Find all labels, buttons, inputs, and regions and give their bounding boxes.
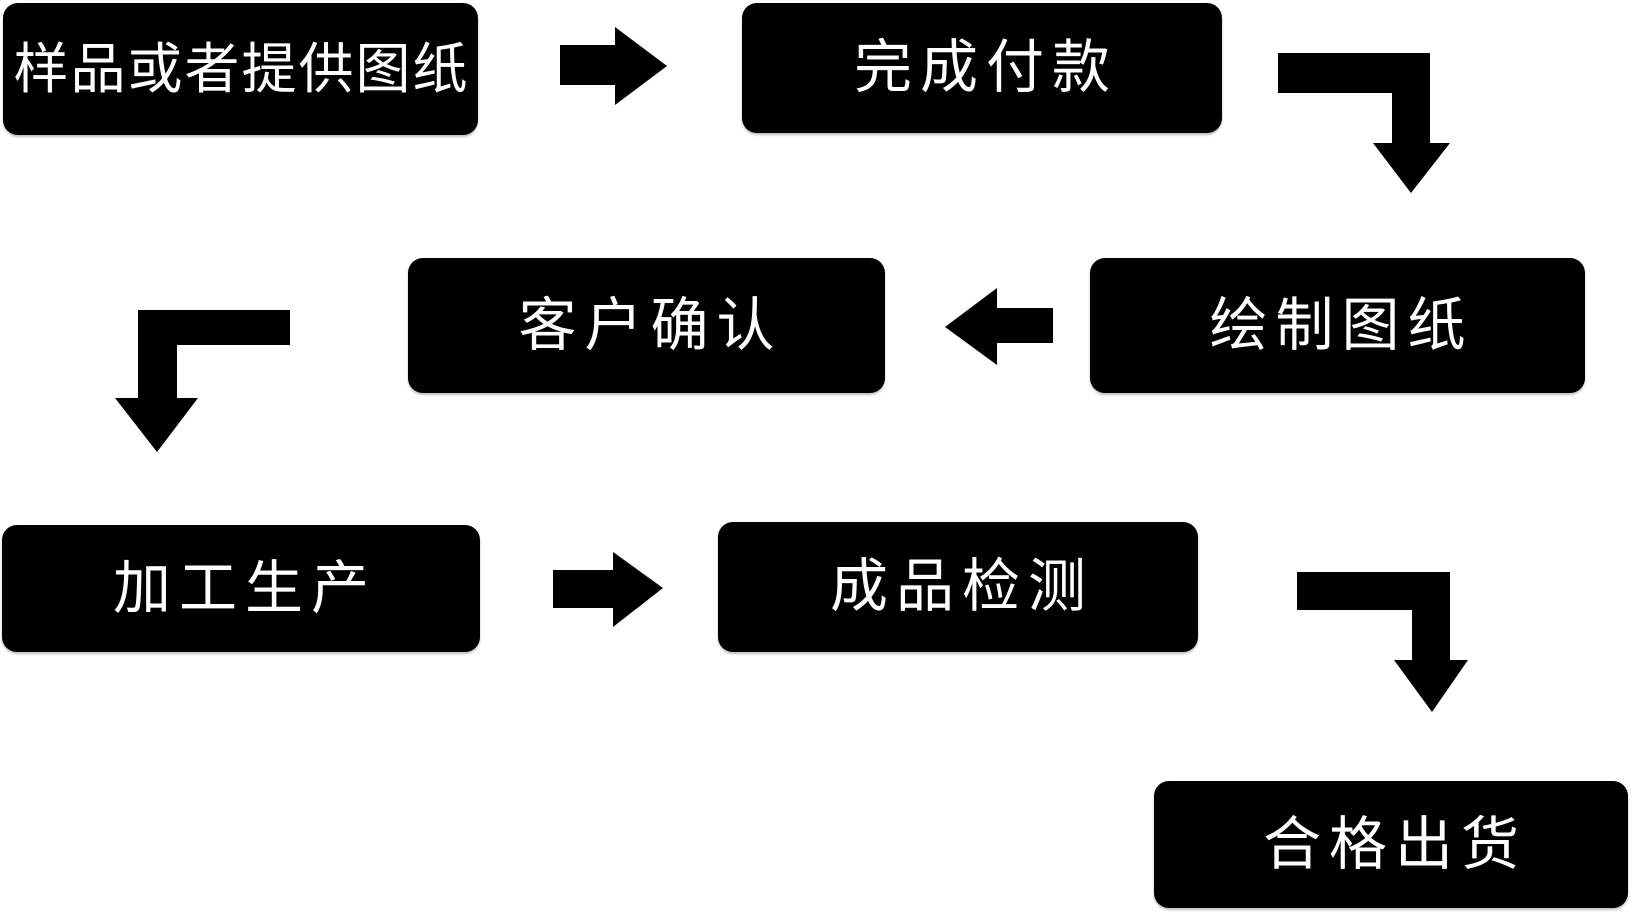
node-label: 合格出货 (1262, 811, 1527, 877)
node-product-inspection: 成品检测 (718, 522, 1198, 652)
node-draw-drawings: 绘制图纸 (1090, 258, 1585, 393)
arrow-elbow-down-left-icon (115, 310, 290, 452)
node-processing-production: 加工生产 (2, 525, 480, 652)
node-label: 客户确认 (518, 292, 783, 358)
arrow-right-icon (560, 27, 667, 105)
node-label: 完成付款 (853, 35, 1118, 100)
node-label: 样品或者提供图纸 (13, 37, 470, 100)
node-label: 成品检测 (829, 554, 1094, 619)
node-qualified-shipment: 合格出货 (1154, 781, 1628, 908)
node-label: 加工生产 (112, 555, 377, 621)
arrow-right-icon (553, 552, 663, 627)
arrow-elbow-down-right-icon (1278, 53, 1450, 193)
node-label: 绘制图纸 (1209, 292, 1474, 358)
node-customer-confirm: 客户确认 (408, 258, 885, 393)
arrow-elbow-down-right-icon (1297, 572, 1468, 712)
arrow-left-icon (945, 288, 1053, 365)
node-sample-or-drawings: 样品或者提供图纸 (3, 3, 478, 135)
node-complete-payment: 完成付款 (742, 3, 1222, 133)
